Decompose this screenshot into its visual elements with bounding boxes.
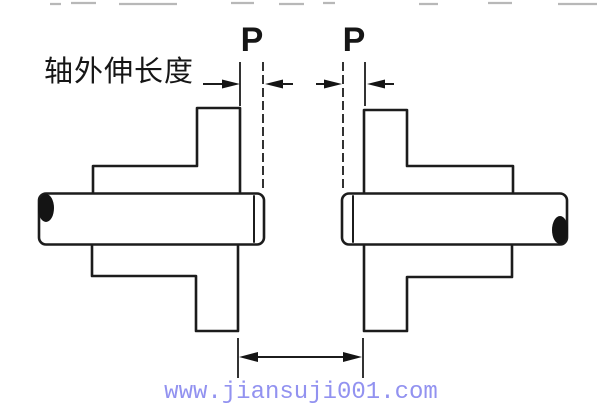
right-shaft-outline <box>340 192 569 246</box>
gap-arrowhead-left <box>239 352 258 362</box>
left-shaft-outline <box>37 192 266 246</box>
p-left-arrowhead-inner <box>265 79 283 89</box>
gap-arrowhead-right <box>343 352 362 362</box>
left-shaft-assembly <box>37 106 266 333</box>
top-edge-scan-artifacts <box>50 1 597 6</box>
dimension-p-right <box>316 62 394 190</box>
right-shaft-break-blob <box>552 216 568 244</box>
shaft-extension-label: 轴外伸长度 <box>44 56 195 88</box>
watermark-url: www.jiansuji001.com <box>164 379 438 406</box>
dimension-hub-gap <box>237 338 364 378</box>
p-right-arrowhead-inner <box>324 79 342 89</box>
dimension-label-p-left: P <box>240 21 264 59</box>
dimension-p-left <box>203 62 293 191</box>
right-hub-lower-outline <box>362 244 514 333</box>
right-hub-upper-outline <box>362 108 515 194</box>
right-shaft-assembly <box>340 108 569 333</box>
p-left-arrowhead-outer <box>222 79 240 89</box>
left-hub-upper-outline <box>91 106 242 195</box>
p-right-arrowhead-outer <box>367 79 385 89</box>
left-hub-lower-outline <box>90 244 240 333</box>
left-shaft-break-blob <box>38 194 54 222</box>
dimension-label-p-right: P <box>342 21 366 59</box>
